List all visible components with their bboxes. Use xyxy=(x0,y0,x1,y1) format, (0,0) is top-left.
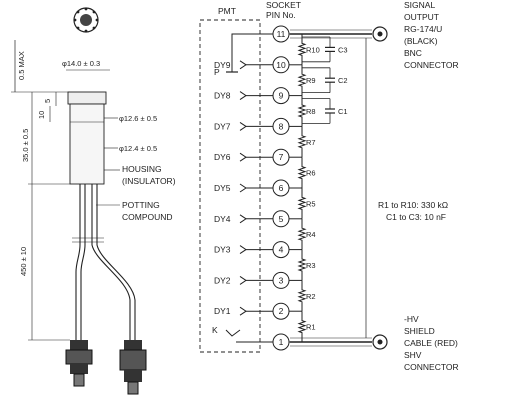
resistor-r5 xyxy=(297,188,307,219)
capacitor-values: C1 to C3: 10 nF xyxy=(386,212,446,222)
electrode-label: P xyxy=(214,67,220,77)
housing-label-1: HOUSING xyxy=(122,164,162,174)
dynode-symbol xyxy=(239,152,247,162)
pin-number: 2 xyxy=(279,306,284,316)
schematic: PMT SOCKET PIN No. 11 10 9 8 7 6 5 4 3 2 1 PDY9DY8D… xyxy=(199,0,459,372)
signal-output-label: BNC xyxy=(404,48,422,58)
electrode-label: DY6 xyxy=(214,152,231,162)
signal-output-labels: SIGNAL OUTPUT RG-174/U (BLACK) BNC CONNECTOR xyxy=(404,0,459,70)
signal-output-label: CONNECTOR xyxy=(404,60,459,70)
capacitor-label: C3 xyxy=(338,45,348,54)
electrode-label: DY8 xyxy=(214,91,231,101)
pin-number: 7 xyxy=(279,152,284,162)
electrode-label: K xyxy=(212,325,218,335)
resistor-label: R9 xyxy=(306,76,316,85)
hv-output-label: CABLE (RED) xyxy=(404,338,458,348)
potting-label-1: POTTING xyxy=(122,200,160,210)
cables xyxy=(72,184,136,340)
pin-number: 4 xyxy=(279,245,284,255)
resistor-label: R5 xyxy=(306,199,316,208)
hv-output-label: CONNECTOR xyxy=(404,362,459,372)
resistor-label: R10 xyxy=(306,45,320,54)
resistor-values: R1 to R10: 330 kΩ xyxy=(378,200,448,210)
electrode-label: DY3 xyxy=(214,245,231,255)
signal-output-label: OUTPUT xyxy=(404,12,439,22)
socket-label-2: PIN No. xyxy=(266,10,296,20)
bnc-connector-icon xyxy=(65,340,93,387)
electrode-label: DY7 xyxy=(214,121,231,131)
pin-number: 10 xyxy=(276,60,286,70)
resistor-label: R6 xyxy=(306,169,316,178)
resistor-label: R8 xyxy=(306,107,316,116)
signal-output-label: (BLACK) xyxy=(404,36,438,46)
dynode-symbol xyxy=(239,214,247,224)
potting-label-2: COMPOUND xyxy=(122,212,173,222)
electrode-label: DY2 xyxy=(214,275,231,285)
pin-number: 11 xyxy=(277,29,286,39)
hv-output-label: SHIELD xyxy=(404,326,435,336)
dynode-symbol xyxy=(239,275,247,285)
resistor-r3 xyxy=(297,249,307,281)
resistor-r6 xyxy=(297,157,307,188)
dim-5: 5 xyxy=(43,99,52,103)
pin-number: 9 xyxy=(279,91,284,101)
dim-diameter-low: φ12.4 ± 0.5 xyxy=(119,144,157,153)
pins-layer: 11 10 9 8 7 6 5 4 3 2 1 PDY9DY8DY7DY6DY5DY4DY3DY2DY… xyxy=(212,25,302,351)
capacitor-label: C1 xyxy=(338,107,348,116)
dynode-symbol xyxy=(239,183,247,193)
dim-35: 35.0 ± 0.5 xyxy=(21,129,30,162)
hv-output-label: -HV xyxy=(404,314,419,324)
dynode-symbol xyxy=(239,245,247,255)
capacitor-label: C2 xyxy=(338,76,348,85)
electrode-label: DY1 xyxy=(214,306,231,316)
resistor-r10 xyxy=(297,34,307,65)
resistor-r7 xyxy=(297,126,307,158)
shv-connector-icon xyxy=(119,340,147,395)
dynode-symbol xyxy=(239,60,247,70)
electrode-label: DY4 xyxy=(214,214,231,224)
dim-top-max: 0.5 MAX xyxy=(17,51,26,80)
pmt-box xyxy=(199,19,261,353)
signal-output-label: SIGNAL xyxy=(404,0,435,10)
resistor-r1 xyxy=(297,311,307,342)
electrode-label: DY5 xyxy=(214,183,231,193)
hv-output-labels: -HV SHIELD CABLE (RED) SHV CONNECTOR xyxy=(404,314,459,372)
socket-label-1: SOCKET xyxy=(266,0,301,10)
dynode-symbol xyxy=(239,121,247,131)
housing-label-2: (INSULATOR) xyxy=(122,176,176,186)
pin-number: 8 xyxy=(279,121,284,131)
resistor-r9 xyxy=(297,64,307,96)
pin-number: 5 xyxy=(279,214,284,224)
pin-number: 1 xyxy=(279,337,284,347)
pin-number: 3 xyxy=(279,275,284,285)
resistor-r2 xyxy=(297,280,307,312)
electrode-label: DY9 xyxy=(214,60,231,70)
resistor-r4 xyxy=(297,218,307,250)
pmt-label: PMT xyxy=(218,6,236,16)
resistor-label: R2 xyxy=(306,292,316,301)
resistor-label: R3 xyxy=(306,261,316,270)
dim-diameter-top: φ14.0 ± 0.3 xyxy=(62,59,100,68)
dim-cable-length: 450 ± 10 xyxy=(19,247,28,276)
hv-output-coax xyxy=(290,334,388,350)
dynode-symbol xyxy=(239,91,247,101)
dim-diameter-mid: φ12.6 ± 0.5 xyxy=(119,114,157,123)
resistor-label: R7 xyxy=(306,138,316,147)
socket-top-view xyxy=(73,7,99,33)
hv-output-label: SHV xyxy=(404,350,422,360)
dim-10: 10 xyxy=(37,111,46,119)
housing-body xyxy=(67,91,107,185)
mechanical-drawing: 0.5 MAX φ14.0 ± 0.3 5 10 35.0 ± 0.5 φ12.… xyxy=(11,7,176,395)
resistor-label: R4 xyxy=(306,230,316,239)
resistor-r8 xyxy=(297,95,307,127)
signal-output-label: RG-174/U xyxy=(404,24,442,34)
signal-output-coax xyxy=(290,26,388,42)
pin-number: 6 xyxy=(279,183,284,193)
resistor-label: R1 xyxy=(306,323,316,332)
dynode-symbol xyxy=(239,306,247,316)
